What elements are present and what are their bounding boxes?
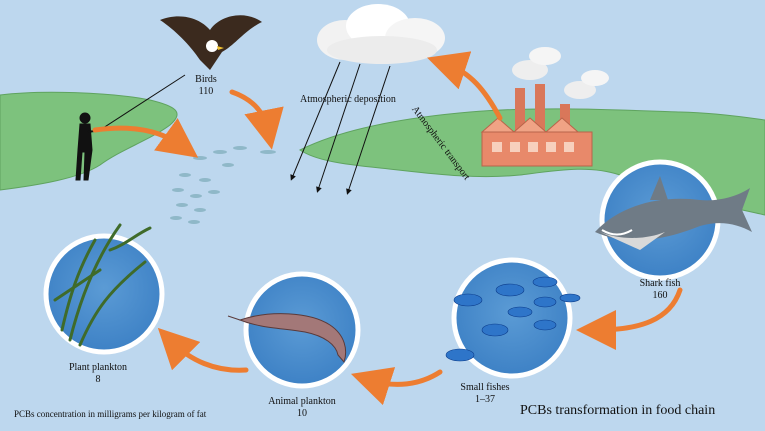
arrow-fishes-to-shrimp — [350, 367, 443, 406]
shark-icon — [595, 176, 752, 250]
shark-name: Shark fish — [639, 278, 681, 289]
plant-plankton-label: Plant plankton 8 — [58, 362, 138, 386]
small-fishes-value: 1–37 — [475, 394, 495, 405]
arrow-shrimp-to-plant — [157, 327, 249, 373]
arrow-bird-to-fish — [229, 89, 284, 150]
arrow-fisher-to-fish — [92, 118, 199, 158]
small-fishes-name: Small fishes — [460, 382, 510, 393]
seaweed-icon — [53, 223, 152, 347]
atmospheric-deposition-label: Atmospheric deposition — [300, 94, 396, 105]
cloud-icon — [317, 4, 445, 64]
plant-plankton-name: Plant plankton — [68, 362, 128, 373]
birds-name: Birds — [195, 74, 217, 85]
shark-value: 160 — [652, 290, 668, 301]
small-fishes-circle — [451, 257, 573, 379]
fish-school-icon — [170, 146, 276, 224]
small-fishes-label: Small fishes 1–37 — [450, 382, 520, 406]
animal-plankton-name: Animal plankton — [268, 396, 336, 407]
shrimp-icon — [227, 313, 347, 363]
shark-label: Shark fish 160 — [630, 278, 690, 302]
animal-plankton-value: 10 — [297, 408, 307, 419]
deposition-lines — [290, 61, 391, 195]
food-chain-arrows — [92, 51, 683, 406]
birds-value: 110 — [198, 86, 214, 97]
fisherman-icon — [75, 74, 186, 181]
arrow-factory-to-cloud — [427, 51, 503, 121]
diagram-title: PCBs transformation in food chain — [520, 403, 716, 418]
arrow-shark-to-fishes — [576, 287, 683, 350]
birds-label: Birds 110 — [186, 74, 226, 98]
small-fishes-icon — [445, 276, 581, 362]
units-caption: PCBs concentration in milligrams per kil… — [14, 409, 207, 419]
plant-plankton-value: 8 — [95, 374, 101, 385]
eagle-icon — [160, 15, 262, 70]
animal-plankton-label: Animal plankton 10 — [262, 396, 342, 420]
factory-icon — [480, 47, 609, 167]
